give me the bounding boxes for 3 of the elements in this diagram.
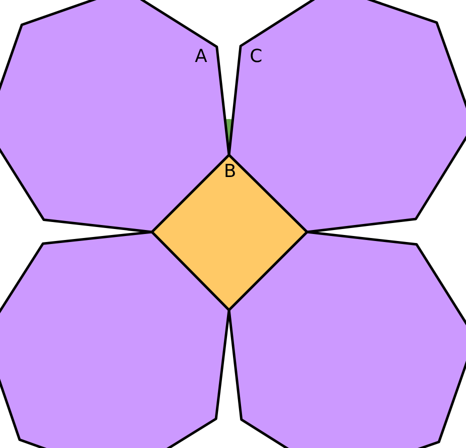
point-label: B <box>224 163 236 181</box>
point-label: A <box>194 48 208 66</box>
point-label: C <box>250 48 262 66</box>
